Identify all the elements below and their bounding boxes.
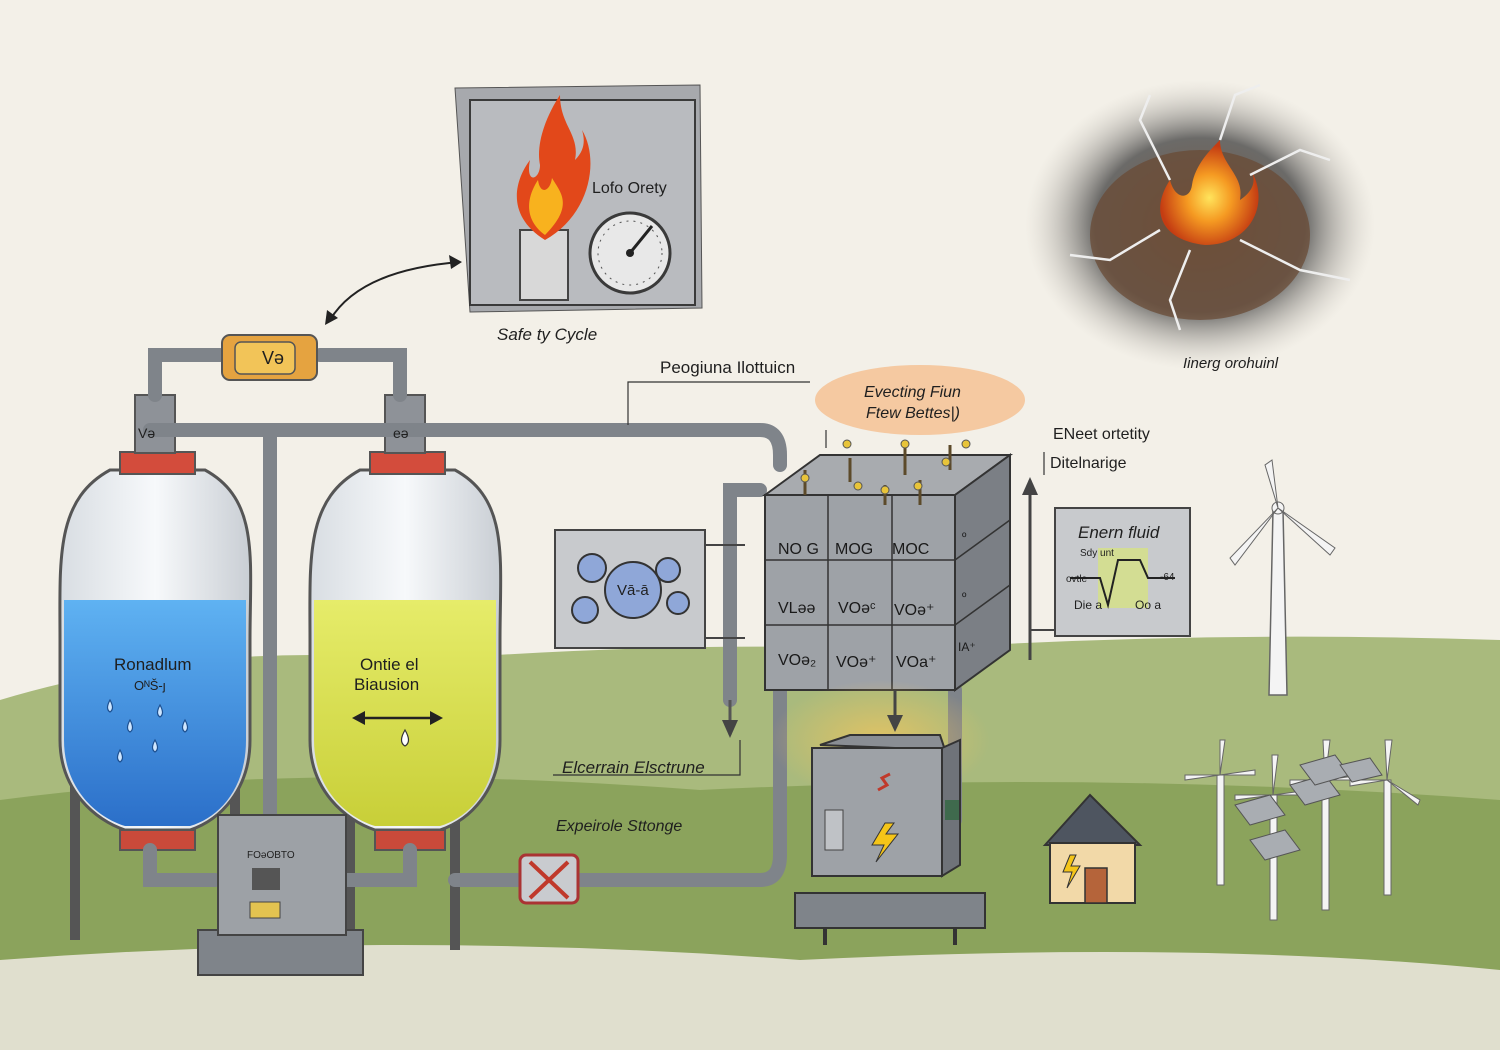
tank-left-label: Ronadlum xyxy=(114,655,192,674)
energy-panel-bottom-right: Oo a xyxy=(1135,598,1162,612)
label-connectors xyxy=(553,381,1045,776)
energy-panel-right: -64 xyxy=(1160,572,1175,583)
stack-cell-r2c1: VLəə xyxy=(778,600,816,617)
stack-cell-r3c2: VOə⁺ xyxy=(836,654,877,671)
stack-title-highlight xyxy=(815,365,1025,435)
pump-label: FOəOBTO xyxy=(247,850,295,861)
stack-cell-r1c2: MOG xyxy=(835,541,874,558)
energy-panel-title: Enern fluid xyxy=(1078,523,1160,542)
stack-cell-r2c3: VOə⁺ xyxy=(894,602,935,619)
small-turbine-1 xyxy=(1184,739,1256,886)
gauge-icon xyxy=(588,211,672,295)
stack-side-2: º xyxy=(962,590,967,604)
safety-panel-text: Lofo Orety xyxy=(592,180,667,197)
safety-panel xyxy=(454,84,703,313)
blue-electrolyte-tank xyxy=(58,394,253,940)
tank-right-sublabel: Biausion xyxy=(354,675,420,694)
flame-icon xyxy=(516,95,591,240)
ion-center-label: Vā-ā xyxy=(617,582,649,599)
stack-cell-r1c1: NO G xyxy=(778,541,819,558)
right-valve-label: eə xyxy=(393,425,409,441)
stack-side-1: º xyxy=(962,530,967,544)
house-icon xyxy=(1042,793,1143,904)
explosion-illustration xyxy=(1025,80,1375,370)
left-valve-label: Və xyxy=(138,425,156,441)
safety-caption: Safe ty Cycle xyxy=(497,325,598,344)
stack-cell-r3c1: VOə₂ xyxy=(778,652,817,669)
safety-arrow xyxy=(329,261,461,321)
energy-panel-sub: Sdy unt xyxy=(1080,548,1114,559)
stack-title-line1: Evecting Fiun xyxy=(864,384,961,401)
electrolyte-label: Elcerrain Elsctrune xyxy=(562,758,705,777)
stack-cell-r2c2: VOəᶜ xyxy=(838,600,876,617)
energy-label-line1: ENeet ortetity xyxy=(1053,426,1150,443)
top-valve xyxy=(221,334,318,381)
storage-label: Expeirole Sttonge xyxy=(556,818,683,835)
stack-cell-r1c3: MOC xyxy=(892,541,930,558)
top-piping xyxy=(143,348,787,827)
tank-left-sublabel: OᴺŠ-ȷ xyxy=(134,678,166,693)
pump xyxy=(197,814,364,976)
wind-turbines xyxy=(1184,459,1421,921)
energy-panel-bottom-left: Die a xyxy=(1074,598,1103,612)
cell-stack xyxy=(761,439,1014,692)
inverter xyxy=(794,690,986,945)
large-turbine xyxy=(1229,459,1336,696)
energy-label-line2: Ditelnarige xyxy=(1050,455,1127,472)
yellow-electrolyte-tank xyxy=(308,394,503,950)
small-turbine-4 xyxy=(1349,739,1421,896)
stack-cell-r3c3: VOa⁺ xyxy=(896,654,937,671)
ion-panel xyxy=(554,529,745,649)
solar-panels xyxy=(1234,754,1383,861)
energy-panel xyxy=(1022,477,1191,660)
process-label: Peogiuna Ilottuicn xyxy=(660,358,796,377)
stack-side-3: IA⁺ xyxy=(958,640,976,654)
explosion-caption: Iinerg orohuinl xyxy=(1183,355,1279,372)
top-valve-label: Və xyxy=(262,348,285,368)
tank-right-label: Ontie el xyxy=(360,655,419,674)
energy-panel-left: ovtle xyxy=(1066,574,1088,585)
stack-title-line2: Ftew Bettes|) xyxy=(866,405,960,422)
